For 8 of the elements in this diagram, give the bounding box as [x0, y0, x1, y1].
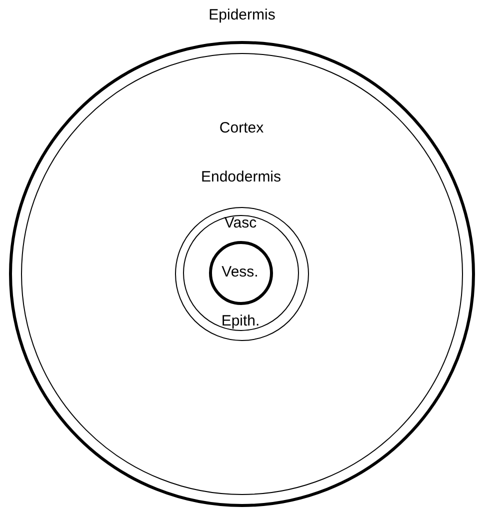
tissue-label: Vess.: [222, 264, 258, 280]
tissue-label: Endodermis: [200, 170, 282, 184]
tissue-label: Cortex: [219, 120, 264, 135]
tissue-label: Epith.: [221, 313, 260, 328]
tissue-label: Epidermis: [208, 8, 276, 22]
core-circle: [208, 240, 272, 304]
tissue-label: Vasc: [224, 215, 257, 230]
inner-ring-circle: [183, 215, 299, 331]
